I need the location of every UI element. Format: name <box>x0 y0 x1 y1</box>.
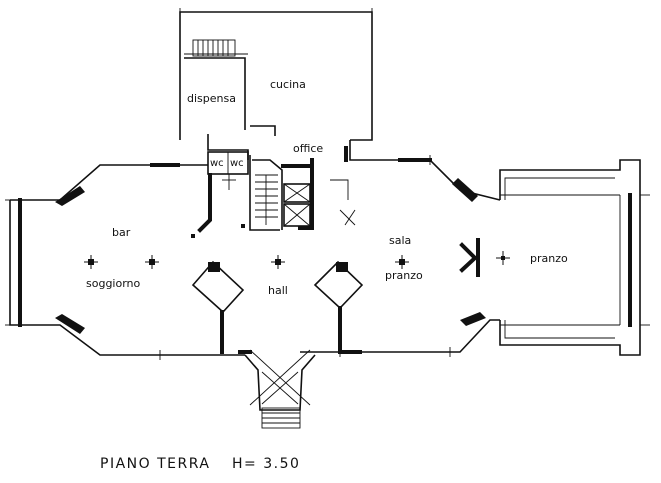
room-label-office: office <box>293 142 323 155</box>
entrance-steps <box>261 407 301 429</box>
entrance-porch <box>244 349 316 429</box>
lift-shaft <box>283 183 311 227</box>
dining-wing <box>499 159 650 356</box>
room-label-sala: sala <box>389 234 411 247</box>
plan-height-label: H= 3.50 <box>232 456 300 472</box>
room-label-bar: bar <box>112 226 131 239</box>
room-label-cucina: cucina <box>270 78 306 91</box>
room-label-sala-pranzo: pranzo <box>385 269 423 282</box>
main-building <box>5 155 501 360</box>
room-label-wc-2: wc <box>230 158 244 169</box>
service-stair <box>192 39 236 57</box>
kitchen-block <box>179 8 373 162</box>
hall-pavilions <box>191 238 480 354</box>
room-label-soggiorno: soggiorno <box>86 277 141 290</box>
columns <box>84 224 510 269</box>
room-label-pranzo: pranzo <box>530 252 568 265</box>
room-label-wc-1: wc <box>210 158 224 169</box>
main-stair <box>255 174 278 225</box>
room-label-hall: hall <box>268 284 288 297</box>
service-core <box>197 151 356 233</box>
room-label-dispensa: dispensa <box>187 92 236 105</box>
plan-title: PIANO TERRA <box>100 456 210 472</box>
